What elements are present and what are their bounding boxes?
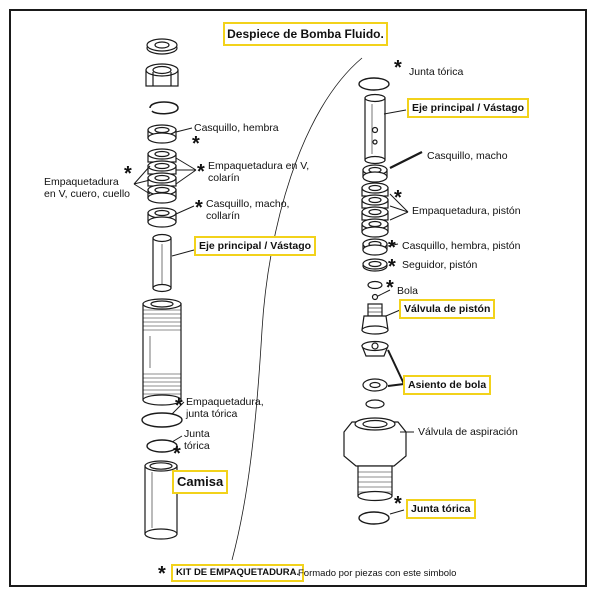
part-oring-right-bottom (358, 511, 390, 525)
leader-eje-left (171, 249, 195, 257)
label-junta-torica-left: Junta tórica (184, 428, 210, 452)
leader-empaquetadura-piston (389, 193, 409, 221)
label-empaquetadura-cuero: Empaquetadura en V, cuero, cuello (44, 176, 131, 200)
footer-kit-label: KIT DE EMPAQUETADURA. (171, 564, 305, 582)
leader-bola (377, 289, 391, 297)
part-rod-left (152, 233, 172, 293)
part-female-gland-piston (362, 238, 388, 256)
label-camisa: Camisa (172, 470, 229, 494)
kit-star-icon: * (158, 563, 166, 585)
part-packing-oring-left (141, 412, 183, 428)
label-casquillo-hembra-piston: Casquillo, hembra, pistón (402, 240, 521, 252)
label-bola: Bola (397, 285, 419, 297)
diagram-title: Despiece de Bomba Fluido. (223, 22, 388, 46)
leader-eje-right (383, 109, 407, 115)
part-seat-upper (361, 340, 389, 357)
leader-empaquetadura-cuero (133, 165, 151, 195)
kit-star-icon: * (394, 493, 402, 515)
label-empaquetadura-junta: Empaquetadura, junta tórica (186, 396, 264, 420)
label-empaquetadura-collarin: Empaquetadura en V, colarín (208, 160, 310, 184)
part-ball-ring (367, 280, 383, 290)
leader-casquillo-hembra-piston (387, 243, 399, 247)
part-oring-right-top (358, 77, 390, 91)
kit-star-icon: * (124, 163, 132, 185)
part-packing-nut (145, 63, 179, 87)
leader-asiento-bola (387, 349, 405, 387)
label-junta-torica-top: Junta tórica (409, 66, 464, 78)
kit-star-icon: * (175, 395, 183, 417)
kit-star-icon: * (388, 256, 396, 278)
label-eje-principal-right: Eje principal / Vástago (407, 98, 530, 118)
part-oring-left (146, 439, 178, 453)
part-ball (371, 293, 379, 301)
kit-star-icon: * (195, 197, 203, 219)
label-junta-torica-bottom: Junta tórica (406, 499, 476, 519)
part-v-packings-left (147, 148, 177, 204)
part-male-gland-left (147, 207, 177, 228)
kit-star-icon: * (192, 133, 200, 155)
leader-casquillo-macho (389, 151, 423, 169)
divider-curve (231, 57, 363, 561)
leader-junta-torica-left (171, 435, 183, 443)
part-piston-packings (361, 182, 389, 238)
label-seguidor-piston: Seguidor, pistón (402, 259, 478, 271)
label-valvula-piston: Válvula de pistón (399, 299, 496, 319)
leader-casquillo-hembra (175, 127, 193, 133)
footer-kit-note: Formado por piezas con este simbolo (298, 568, 457, 579)
kit-star-icon: * (388, 237, 396, 259)
leader-junta-torica-right-bottom (389, 509, 405, 515)
part-inlet-valve (343, 417, 407, 502)
leader-valvula-piston (385, 309, 401, 317)
part-ball-seat (362, 378, 388, 392)
diagram-frame (9, 9, 587, 587)
label-valvula-aspiracion: Válvula de aspiración (418, 426, 518, 438)
label-eje-principal-left: Eje principal / Vástago (194, 236, 317, 256)
part-sleeve-left (144, 460, 178, 540)
part-seat-oring (365, 399, 385, 409)
label-asiento-bola: Asiento de bola (403, 375, 492, 395)
label-casquillo-hembra: Casquillo, hembra (194, 122, 279, 134)
part-male-gland-right (362, 164, 388, 183)
part-follower (362, 258, 388, 272)
part-pump-body-left (142, 298, 182, 406)
part-rod-right (364, 93, 386, 165)
kit-star-icon: * (394, 187, 402, 209)
kit-star-icon: * (386, 277, 394, 299)
label-casquillo-macho-collarin: Casquillo, macho, collarín (206, 198, 290, 222)
part-piston-valve (361, 303, 389, 335)
label-empaquetadura-piston: Empaquetadura, pistón (412, 205, 521, 217)
leader-empaquetadura-junta (171, 401, 185, 415)
leader-empaquetadura-collarin (175, 157, 197, 185)
part-top-ring (146, 38, 178, 55)
kit-star-icon: * (197, 161, 205, 183)
leader-casquillo-macho-collarin (175, 205, 195, 215)
label-casquillo-macho: Casquillo, macho (427, 150, 508, 162)
part-female-gland-left (147, 124, 177, 144)
kit-star-icon: * (394, 57, 402, 79)
kit-star-icon: * (173, 443, 181, 465)
part-retaining-clip (149, 101, 179, 115)
